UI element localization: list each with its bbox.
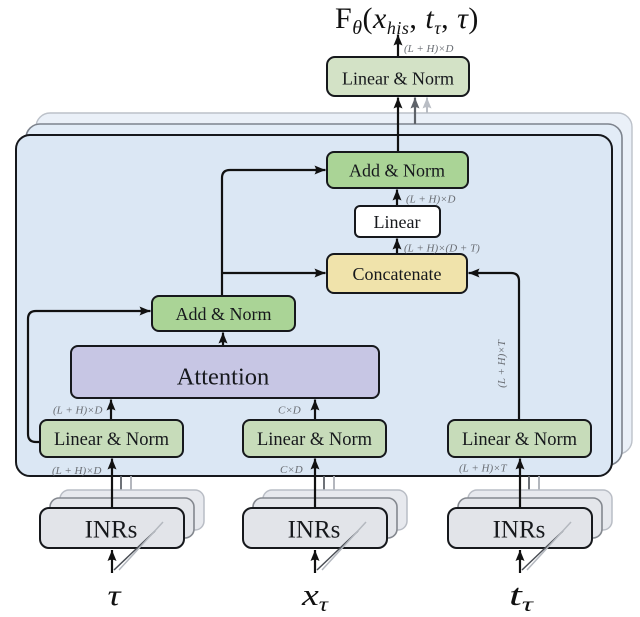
svg-text:(L + H)×D: (L + H)×D (404, 43, 454, 55)
svg-text:(L + H)×D: (L + H)×D (53, 405, 103, 417)
svg-text:Concatenate: Concatenate (353, 264, 442, 284)
svg-text:Add & Norm: Add & Norm (176, 304, 272, 324)
svg-text:INRs: INRs (85, 517, 138, 544)
svg-text:tτ: tτ (509, 577, 535, 616)
svg-text:Add & Norm: Add & Norm (349, 161, 445, 181)
svg-text:(L + H)×D: (L + H)×D (406, 194, 456, 206)
svg-text:(L + H)×(D + T): (L + H)×(D + T) (404, 243, 480, 255)
svg-text:Linear & Norm: Linear & Norm (257, 430, 373, 450)
svg-text:Fθ(xhis, tτ, τ): Fθ(xhis, tτ, τ) (335, 2, 479, 39)
svg-text:Linear & Norm: Linear & Norm (342, 69, 454, 89)
svg-text:(L + H)×T: (L + H)×T (496, 339, 508, 388)
svg-text:C×D: C×D (278, 405, 301, 417)
svg-text:Linear: Linear (374, 212, 421, 232)
svg-text:INRs: INRs (288, 517, 341, 544)
svg-text:τ: τ (108, 579, 123, 612)
svg-text:INRs: INRs (493, 517, 546, 544)
svg-text:C×D: C×D (280, 464, 303, 476)
svg-text:(L + H)×D: (L + H)×D (52, 465, 102, 477)
svg-text:Linear & Norm: Linear & Norm (54, 430, 170, 450)
svg-text:xτ: xτ (301, 577, 330, 616)
svg-text:Linear & Norm: Linear & Norm (462, 430, 578, 450)
svg-text:Attention: Attention (177, 364, 270, 391)
svg-text:(L + H)×T: (L + H)×T (459, 463, 508, 475)
